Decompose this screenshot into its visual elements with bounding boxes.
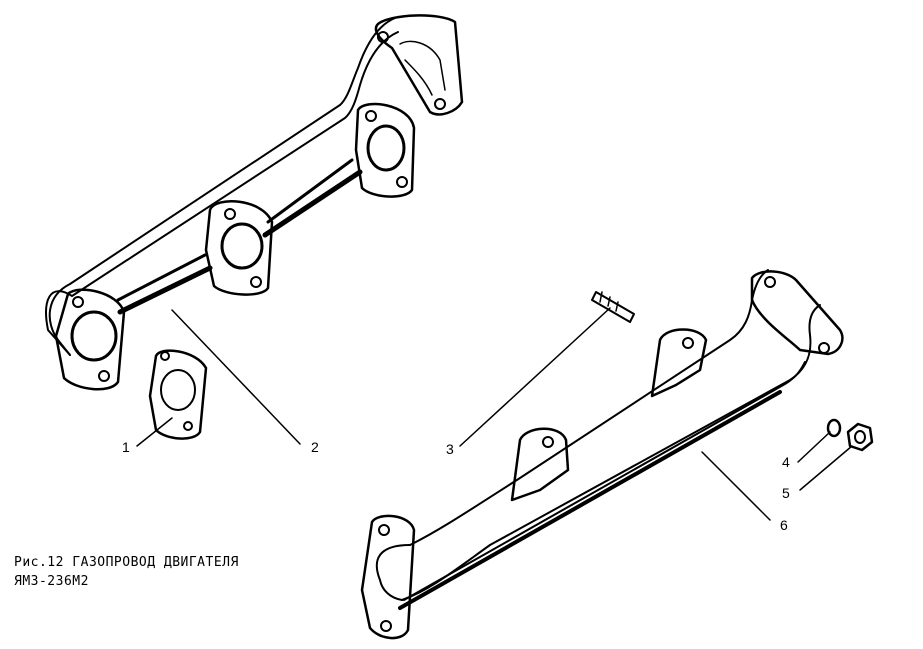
leader-lines xyxy=(136,307,853,521)
stud xyxy=(591,291,635,323)
callout-6: 6 xyxy=(780,517,788,533)
right-manifold xyxy=(360,269,844,640)
callout-2: 2 xyxy=(311,439,319,455)
left-manifold xyxy=(45,14,464,391)
figure-caption: Рис.12 ГАЗОПРОВОД ДВИГАТЕЛЯ ЯМЗ-236М2 xyxy=(14,553,239,591)
caption-line-1: Рис.12 ГАЗОПРОВОД ДВИГАТЕЛЯ xyxy=(14,555,239,570)
callout-3: 3 xyxy=(446,441,454,457)
gasket xyxy=(148,349,208,440)
callout-4: 4 xyxy=(782,454,790,470)
washer xyxy=(826,418,842,438)
callout-5: 5 xyxy=(782,485,790,501)
caption-line-2: ЯМЗ-236М2 xyxy=(14,574,89,589)
callout-1: 1 xyxy=(122,439,130,455)
nut xyxy=(846,422,874,452)
